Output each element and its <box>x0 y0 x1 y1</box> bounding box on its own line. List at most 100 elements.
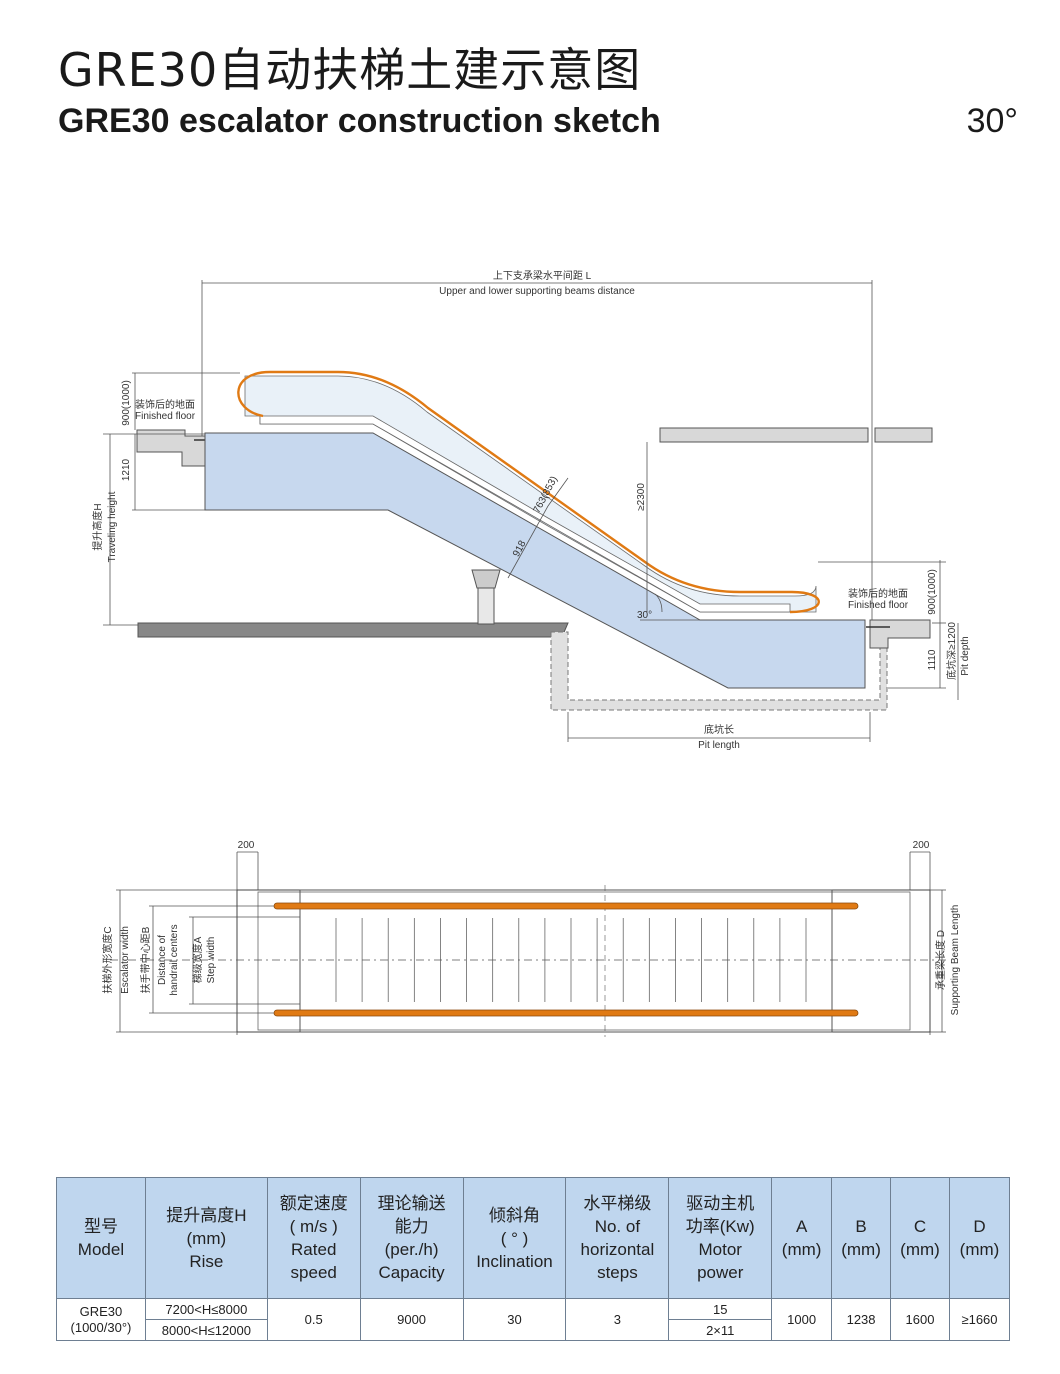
cell-b: 1238 <box>831 1298 892 1341</box>
page-title-en: GRE30 escalator construction sketch <box>58 102 661 140</box>
dim-30-angle: 30° <box>637 610 652 621</box>
header-line: Capacity <box>378 1263 445 1282</box>
escalator-truss <box>204 432 866 689</box>
header-line: (mm) <box>841 1240 881 1259</box>
page-title-cn: GRE30自动扶梯土建示意图 <box>58 43 642 97</box>
header-line: Motor <box>698 1240 742 1259</box>
plan-inner-frame <box>257 891 911 1031</box>
cell-inclination: 30 <box>462 1298 567 1341</box>
upper-floor-en: Finished floor <box>135 411 196 422</box>
width-a-cn: 梯级宽度A <box>191 936 204 983</box>
model-line-2: (1000/30°) <box>70 1319 132 1335</box>
handrail <box>237 370 820 614</box>
header-line: 理论输送 <box>377 1194 446 1213</box>
header-line: (mm) <box>781 1240 822 1259</box>
table-header-cell: D (mm) <box>948 1177 1011 1299</box>
header-line: 型号 <box>83 1217 118 1236</box>
inclination-angle-label: 30° <box>966 102 1018 140</box>
header-line: 倾斜角 <box>488 1205 540 1225</box>
lower-floor-cn: 装饰后的地面 <box>848 587 908 600</box>
upper-building-floor-1 <box>659 427 869 443</box>
header-line: 能力 <box>394 1217 429 1236</box>
step-band <box>299 889 833 1033</box>
header-line: 驱动主机 <box>686 1194 755 1213</box>
table-header-cell: 倾斜角( ° )Inclination <box>462 1177 567 1299</box>
header-line: 功率(Kw) <box>685 1217 755 1236</box>
dim-1210: 1210 <box>121 458 132 481</box>
header-line: B <box>855 1217 867 1236</box>
dim-2300: ≥2300 <box>636 483 647 511</box>
table-header-cell: 型号 Model <box>56 1177 146 1299</box>
side-view-drawing: 上下支承梁水平间距 L Upper and lower supporting b… <box>91 269 971 751</box>
handrail-top <box>273 902 859 910</box>
rise-label-en: Traveling height <box>107 491 118 562</box>
lower-floor-right <box>866 619 931 649</box>
header-line: C <box>913 1217 927 1236</box>
cell-steps: 3 <box>565 1298 670 1341</box>
pit-length-cn: 底坑长 <box>704 723 734 736</box>
pit-depth-cn: 底坑深≥1200 <box>945 622 958 680</box>
dim-900-left: 900(1000) <box>121 380 132 426</box>
header-line: No. of <box>594 1217 641 1236</box>
cell-power-2: 2×11 <box>668 1319 773 1341</box>
cell-speed: 0.5 <box>266 1298 361 1341</box>
cell-d: ≥1660 <box>948 1298 1011 1341</box>
cell-model: GRE30 (1000/30°) <box>56 1298 146 1341</box>
table-header-cell: 驱动主机功率(Kw) Motor power <box>668 1177 773 1299</box>
table-row: GRE30 (1000/30°) 7200<H≤8000 0.5 9000 30… <box>56 1298 1011 1341</box>
header-line: A <box>795 1217 808 1236</box>
header-line: Rise <box>189 1251 224 1271</box>
upper-building-floor-2 <box>874 427 933 443</box>
lower-floor-en: Finished floor <box>848 600 909 611</box>
header-line: 提升高度H <box>166 1205 247 1225</box>
support-column <box>471 569 501 625</box>
header-line: 水平梯级 <box>583 1194 652 1213</box>
beam-d-en: Supporting Beam Length <box>950 905 961 1016</box>
table-header-cell: 理论输送能力 (per./h) Capacity <box>359 1177 464 1299</box>
cell-a: 1000 <box>771 1298 833 1341</box>
beam-d-cn: 承重梁长度 D <box>934 930 947 990</box>
header-line: horizontal <box>580 1240 655 1259</box>
header-line: (mm) <box>959 1240 1000 1259</box>
cell-rise-2: 8000<H≤12000 <box>144 1319 268 1341</box>
balustrade <box>244 375 817 613</box>
header-line: speed <box>290 1263 337 1282</box>
handrail-bottom <box>273 1009 859 1017</box>
upper-floor-slab <box>136 429 206 467</box>
cell-power-1: 15 <box>668 1298 773 1320</box>
dim-1110: 1110 <box>927 649 938 670</box>
width-c-cn: 扶梯外形宽度C <box>101 926 114 993</box>
table-header-cell: B (mm) <box>831 1177 892 1299</box>
header-line: D <box>973 1217 986 1236</box>
model-line-1: GRE30 <box>79 1303 123 1319</box>
width-b-cn: 扶手带中心距B <box>139 926 152 993</box>
width-c-en: Escalator width <box>120 926 131 994</box>
header-line: steps <box>597 1263 638 1282</box>
table-header-cell: 水平梯级 No. of horizontal steps <box>565 1177 670 1299</box>
table-header-cell: A (mm) <box>771 1177 833 1299</box>
header-line: (per./h) <box>384 1240 439 1259</box>
rise-label-cn: 提升高度H <box>91 503 104 550</box>
width-b-en-1: Distance of <box>157 935 168 985</box>
lower-floor-slab <box>137 622 569 638</box>
table-header-cell: 提升高度H (mm) Rise <box>144 1177 268 1299</box>
plan-view-drawing: 200 200 扶梯外形宽度C Escalator width 扶手带中心距B … <box>101 840 961 1037</box>
width-b-en-2: handrail centers <box>169 924 180 995</box>
top-dim-en: Upper and lower supporting beams distanc… <box>439 286 635 297</box>
upper-floor-cn: 装饰后的地面 <box>135 398 195 411</box>
pit-depth-en: Pit depth <box>960 636 971 675</box>
top-dim-cn: 上下支承梁水平间距 L <box>493 269 592 282</box>
pit-length-en: Pit length <box>698 740 740 751</box>
header-line: (mm) <box>900 1240 940 1259</box>
table-row: 8000<H≤12000 2×11 <box>57 1319 1010 1341</box>
header-line: power <box>697 1263 744 1282</box>
dim-200-left: 200 <box>238 840 255 851</box>
top-dimension <box>201 280 873 625</box>
header-line: (mm) <box>186 1228 227 1248</box>
dim-900-right: 900(1000) <box>927 569 938 615</box>
cell-rise-1: 7200<H≤8000 <box>144 1298 268 1320</box>
header-line: Model <box>77 1240 125 1259</box>
header-line: ( m/s ) <box>289 1217 338 1236</box>
cell-capacity: 9000 <box>359 1298 464 1341</box>
